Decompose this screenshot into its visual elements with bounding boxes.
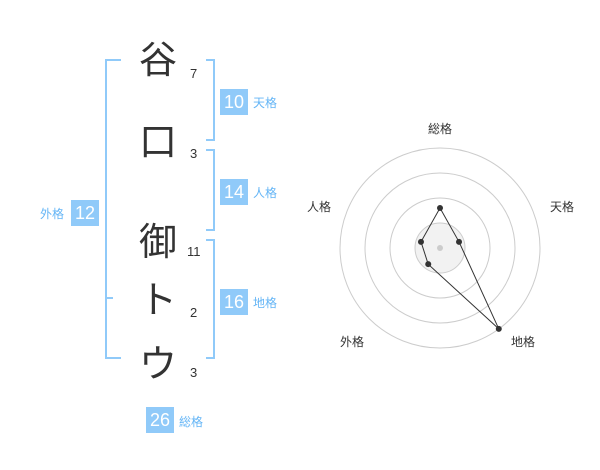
radar-ring xyxy=(364,172,516,324)
tenkaku-bracket xyxy=(206,59,215,141)
chikaku-label: 地格 xyxy=(253,296,278,310)
name-char-2: 口 xyxy=(138,120,177,164)
name-char-1: 谷 xyxy=(138,38,177,82)
radar-label-tenkaku: 天格 xyxy=(550,200,575,214)
stroke-count-2: 3 xyxy=(190,146,198,161)
radar-point xyxy=(495,325,502,332)
radar-point xyxy=(425,261,432,268)
stroke-count-5: 3 xyxy=(190,365,198,380)
stroke-count-1: 7 xyxy=(190,66,198,81)
chikaku-value: 16 xyxy=(220,289,248,315)
tenkaku-value: 10 xyxy=(220,89,248,115)
radar-label-soukaku: 総格 xyxy=(428,122,453,136)
radar-point xyxy=(417,238,424,245)
jinkaku-value: 14 xyxy=(220,179,248,205)
stroke-count-4: 2 xyxy=(190,305,198,320)
gaikaku-value: 12 xyxy=(71,200,99,226)
soukaku-value: 26 xyxy=(146,407,174,433)
radar-ring xyxy=(389,197,491,299)
name-char-4: ト xyxy=(138,278,177,322)
radar-polygon xyxy=(420,206,500,330)
radar-point xyxy=(456,238,463,245)
radar-center-dot xyxy=(437,245,443,251)
name-char-3: 御 xyxy=(138,220,177,264)
jinkaku-bracket xyxy=(206,149,215,231)
soukaku-label: 総格 xyxy=(179,415,204,429)
name-char-5: ウ xyxy=(138,342,177,386)
gaikaku-bracket xyxy=(105,59,121,359)
jinkaku-label: 人格 xyxy=(253,186,278,200)
radar-point xyxy=(437,205,443,211)
radar-label-jinkaku: 人格 xyxy=(307,200,332,214)
radar-label-chikaku: 地格 xyxy=(511,335,536,349)
chikaku-bracket xyxy=(206,239,215,359)
gaikaku-label: 外格 xyxy=(40,207,65,221)
tenkaku-label: 天格 xyxy=(253,96,278,110)
radar-label-gaikaku: 外格 xyxy=(340,335,365,349)
radar-ring xyxy=(339,147,541,349)
stroke-count-3: 11 xyxy=(187,244,201,259)
